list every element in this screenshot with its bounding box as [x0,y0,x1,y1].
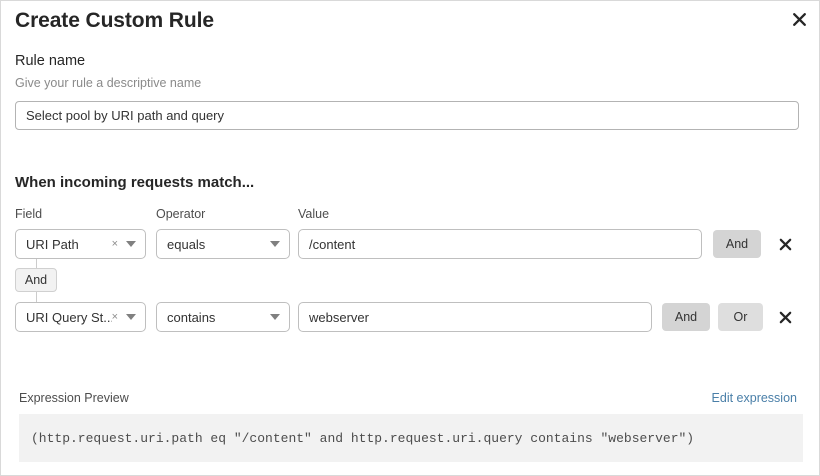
operator-select-1-value: equals [167,236,206,252]
column-header-field: Field [15,207,43,221]
close-icon[interactable] [788,8,810,30]
value-input-2[interactable] [298,302,652,332]
close-icon [779,238,791,250]
operator-select-1[interactable]: equals [156,229,290,259]
field-select-2-value: URI Query St... [26,309,112,325]
clear-icon[interactable]: × [111,310,118,323]
column-header-value: Value [298,207,330,221]
value-input-1[interactable] [298,229,702,259]
and-button-row-2[interactable]: And [662,303,710,331]
expression-preview-text: (http.request.uri.path eq "/content" and… [31,430,695,446]
field-select-1[interactable]: URI Path × [15,229,146,259]
chevron-down-icon [126,241,136,247]
connector-line-bottom [36,292,37,302]
condition-row: URI Path × equals And [1,229,819,259]
delete-condition-button-2[interactable] [776,304,794,330]
field-select-1-value: URI Path [26,236,79,252]
rule-name-description: Give your rule a descriptive name [15,76,202,90]
or-button-row-2[interactable]: Or [718,303,763,331]
close-icon-glyph [792,12,806,26]
edit-expression-link[interactable]: Edit expression [711,391,797,405]
rule-name-label: Rule name [15,53,86,69]
close-icon [779,311,791,323]
connector-line-top [36,259,37,269]
connector-and-chip[interactable]: And [15,268,57,292]
rule-name-input[interactable] [15,101,799,130]
dialog-title: Create Custom Rule [15,9,214,32]
chevron-down-icon [270,314,280,320]
match-section-heading: When incoming requests match... [15,174,255,191]
expression-preview-label: Expression Preview [19,391,129,405]
column-header-operator: Operator [156,207,206,221]
expression-preview-box: (http.request.uri.path eq "/content" and… [19,414,803,462]
chevron-down-icon [126,314,136,320]
chevron-down-icon [270,241,280,247]
field-select-2[interactable]: URI Query St... × [15,302,146,332]
delete-condition-button-1[interactable] [776,231,794,257]
operator-select-2[interactable]: contains [156,302,290,332]
condition-row: URI Query St... × contains And Or [1,302,819,332]
and-button-row-1[interactable]: And [713,230,761,258]
operator-select-2-value: contains [167,309,216,325]
clear-icon[interactable]: × [111,237,118,250]
